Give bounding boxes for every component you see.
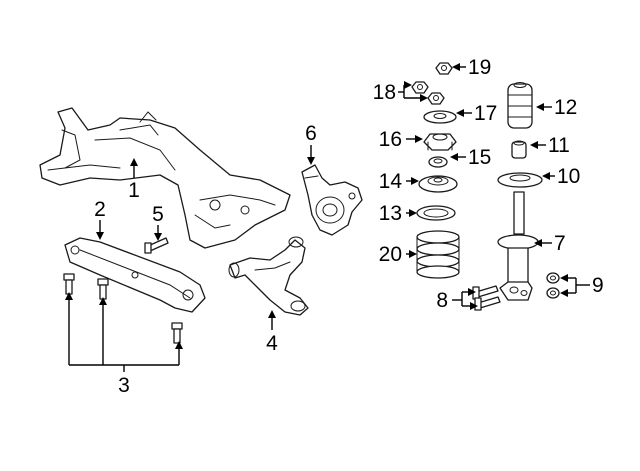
part-6-knuckle xyxy=(301,164,363,236)
callout-5: 5 xyxy=(152,203,164,226)
part-20-coil-spring xyxy=(416,230,460,279)
callout-2: 2 xyxy=(94,198,106,221)
part-19-nut xyxy=(435,62,453,75)
part-9-nuts xyxy=(546,272,560,299)
bolt-3b xyxy=(97,278,109,300)
callout-4: 4 xyxy=(266,332,278,355)
part-7-strut xyxy=(497,191,539,301)
part-3-bolts xyxy=(63,273,183,344)
part-8-bolts xyxy=(472,285,501,311)
bolt-3a xyxy=(63,273,75,295)
bolt-3c xyxy=(171,322,183,344)
callout-1: 1 xyxy=(128,179,140,202)
part-4-lower-control-arm xyxy=(228,236,309,316)
part-16-strut-mount xyxy=(423,133,457,151)
part-1-crossmember xyxy=(39,107,291,249)
callout-11: 11 xyxy=(548,134,570,157)
callout-9: 9 xyxy=(592,274,604,297)
callout-12: 12 xyxy=(554,96,577,119)
callout-labels: 1 2 3 4 5 6 7 8 9 10 11 12 13 14 15 16 1… xyxy=(94,56,604,397)
callout-20: 20 xyxy=(379,243,402,266)
part-2-cross-brace xyxy=(64,237,206,313)
part-12-dust-boot xyxy=(507,82,533,129)
callout-16: 16 xyxy=(379,128,402,151)
part-5-bolt xyxy=(144,237,169,254)
callout-19: 19 xyxy=(468,56,491,79)
callout-17: 17 xyxy=(474,102,497,125)
part-17-plate xyxy=(423,110,457,124)
callout-18: 18 xyxy=(373,81,396,104)
callout-10: 10 xyxy=(557,165,580,188)
callout-3: 3 xyxy=(118,374,130,397)
part-14-spring-seat xyxy=(418,175,458,193)
part-18-nuts xyxy=(411,81,445,105)
part-10-lower-seat xyxy=(497,172,543,188)
callout-8: 8 xyxy=(436,289,448,312)
part-13-insulator xyxy=(416,205,456,221)
callout-7: 7 xyxy=(554,232,566,255)
leader-lines xyxy=(65,63,590,372)
callout-6: 6 xyxy=(305,122,317,145)
part-11-bump-stop xyxy=(511,140,527,159)
callout-15: 15 xyxy=(468,146,491,169)
part-15-bearing xyxy=(428,156,448,168)
callout-13: 13 xyxy=(379,202,402,225)
callout-14: 14 xyxy=(379,170,403,193)
